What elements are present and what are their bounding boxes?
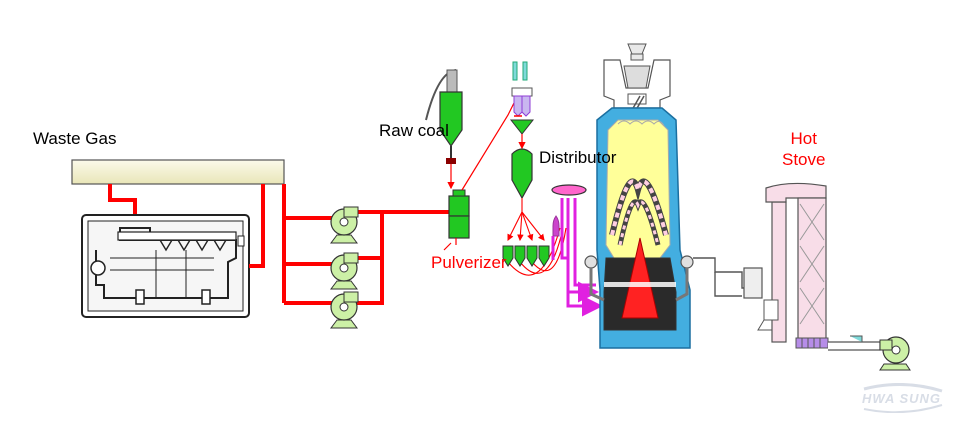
fan-icon xyxy=(330,206,359,244)
pulverizer-mill xyxy=(448,189,470,239)
gas-supply-lines xyxy=(249,184,449,305)
waste-gas-pipe xyxy=(108,184,137,218)
raw-coal-label: Raw coal xyxy=(379,121,449,140)
hot-stove-label-line2: Stove xyxy=(782,150,826,169)
fan-icon xyxy=(330,291,359,329)
raw-coal-bunker xyxy=(425,69,463,190)
cyclone-icon xyxy=(509,61,535,200)
waste-gas-unit xyxy=(81,214,250,318)
waste-gas-duct xyxy=(71,159,285,185)
tuyere-icon xyxy=(584,255,694,302)
fan-icon xyxy=(330,252,359,290)
pulverizer-label: Pulverizer xyxy=(431,253,507,272)
stove-air-pipe xyxy=(828,341,881,351)
injection-tanks xyxy=(502,245,550,267)
waste-gas-label: Waste Gas xyxy=(33,129,117,148)
fan-icon xyxy=(879,336,911,371)
distributor-label: Distributor xyxy=(539,148,617,167)
blast-furnace-icon xyxy=(596,43,691,349)
hwa-sung-logo: HWA SUNG xyxy=(858,382,948,414)
hot-blast-valve xyxy=(743,267,763,299)
logo-swoosh-icon xyxy=(863,382,943,414)
hot-stove-label-line1: Hot xyxy=(790,129,817,148)
hot-stove-label: Hot Stove xyxy=(782,128,825,170)
distributor-ring-icon xyxy=(551,184,587,237)
logo-text: HWA SUNG xyxy=(862,391,942,406)
hot-stove-icon xyxy=(757,182,829,349)
stove-air-pipe-2 xyxy=(850,335,863,342)
injection-lines xyxy=(551,198,603,317)
hot-blast-branch xyxy=(714,272,742,297)
distribution-lines xyxy=(507,198,567,276)
hot-gas-line xyxy=(443,238,457,251)
coal-transport-line xyxy=(461,94,519,191)
